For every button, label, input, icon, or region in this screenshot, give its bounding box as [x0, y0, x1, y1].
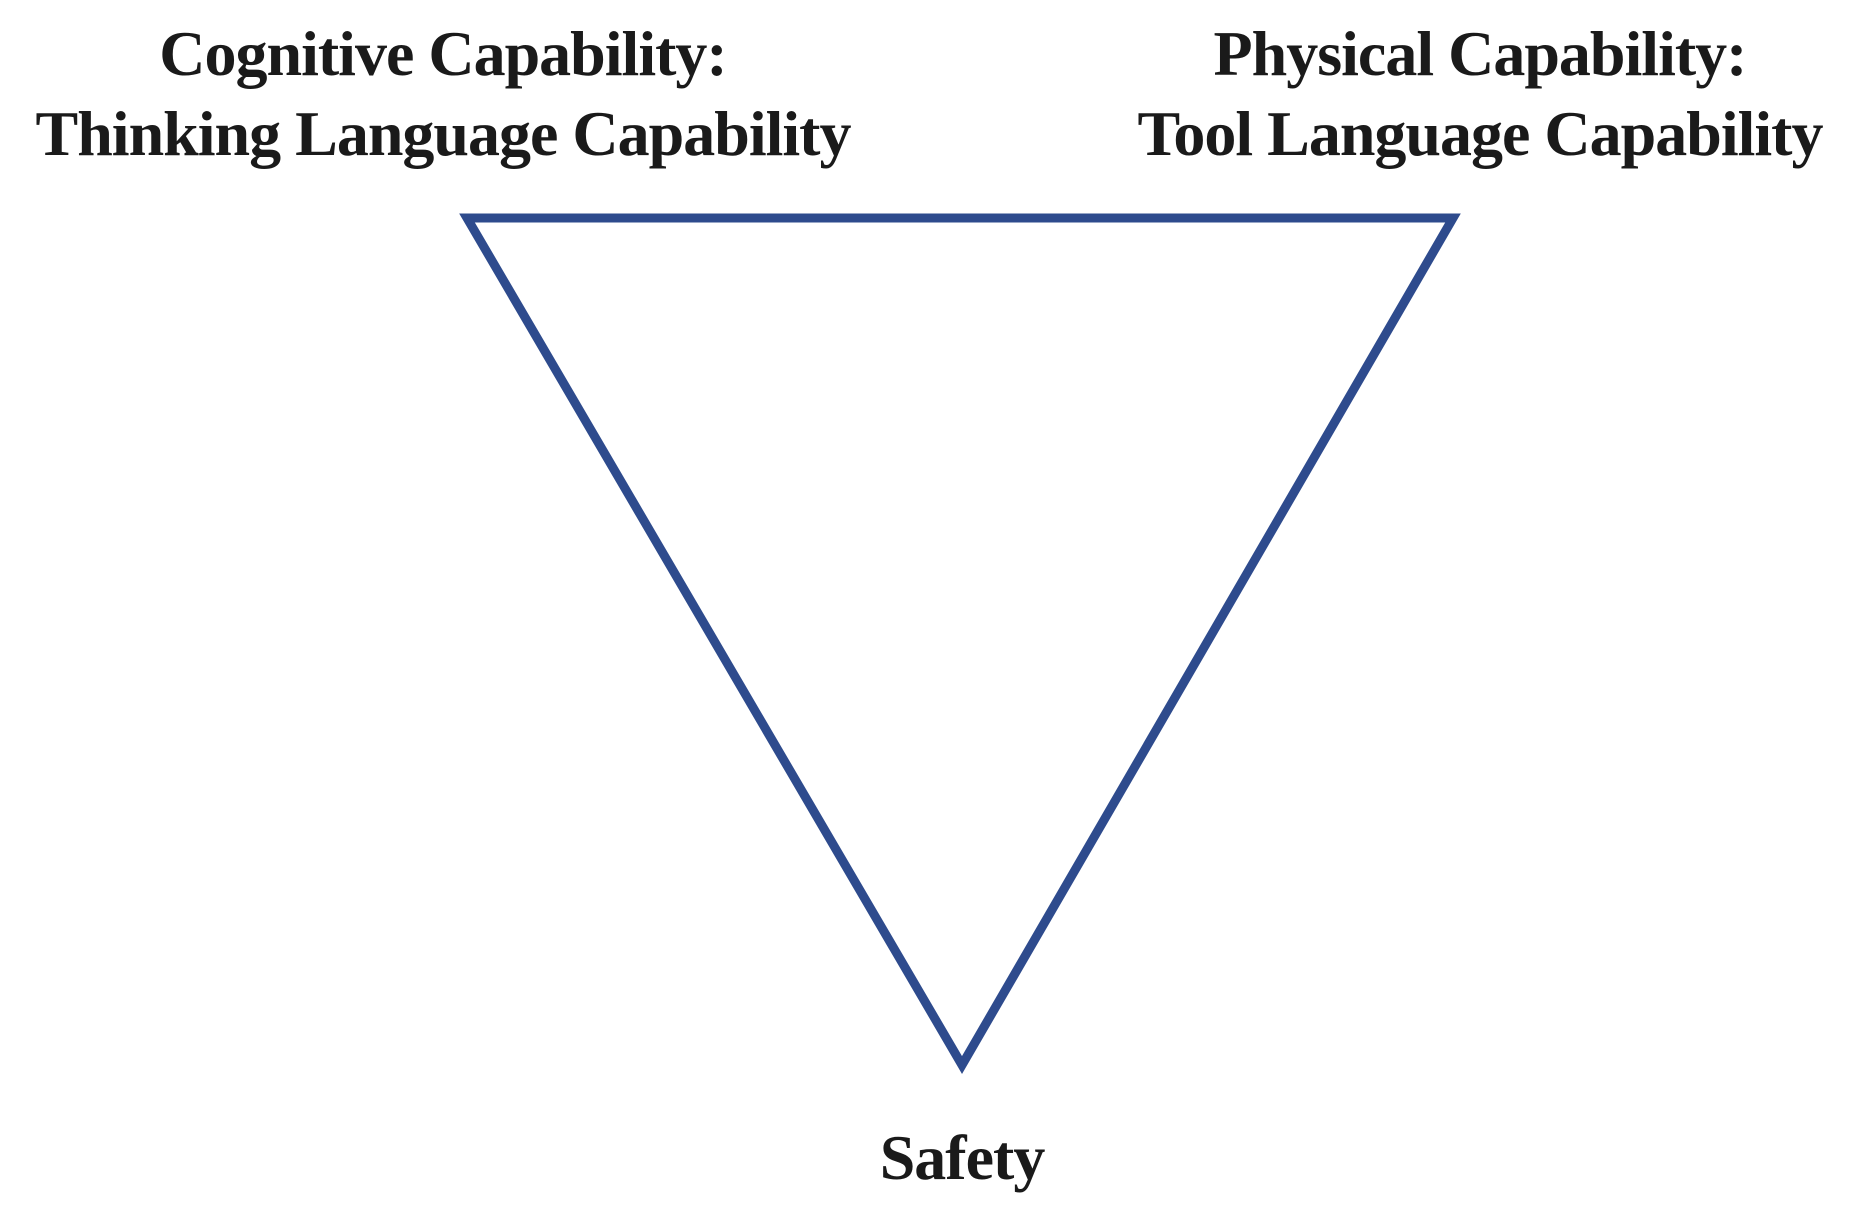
safety-label: Safety: [879, 1122, 1046, 1193]
physical-capability-label: Physical Capability: Tool Language Capab…: [1137, 14, 1824, 174]
physical-capability-label-line2: Tool Language Capability: [1137, 98, 1824, 169]
triangle-shape: [459, 213, 1461, 1074]
physical-capability-label-line1: Physical Capability:: [1213, 18, 1748, 89]
cognitive-capability-label: Cognitive Capability: Thinking Language …: [35, 14, 852, 174]
cognitive-capability-label-line2: Thinking Language Capability: [35, 98, 852, 169]
cognitive-capability-label-line1: Cognitive Capability:: [159, 18, 727, 89]
